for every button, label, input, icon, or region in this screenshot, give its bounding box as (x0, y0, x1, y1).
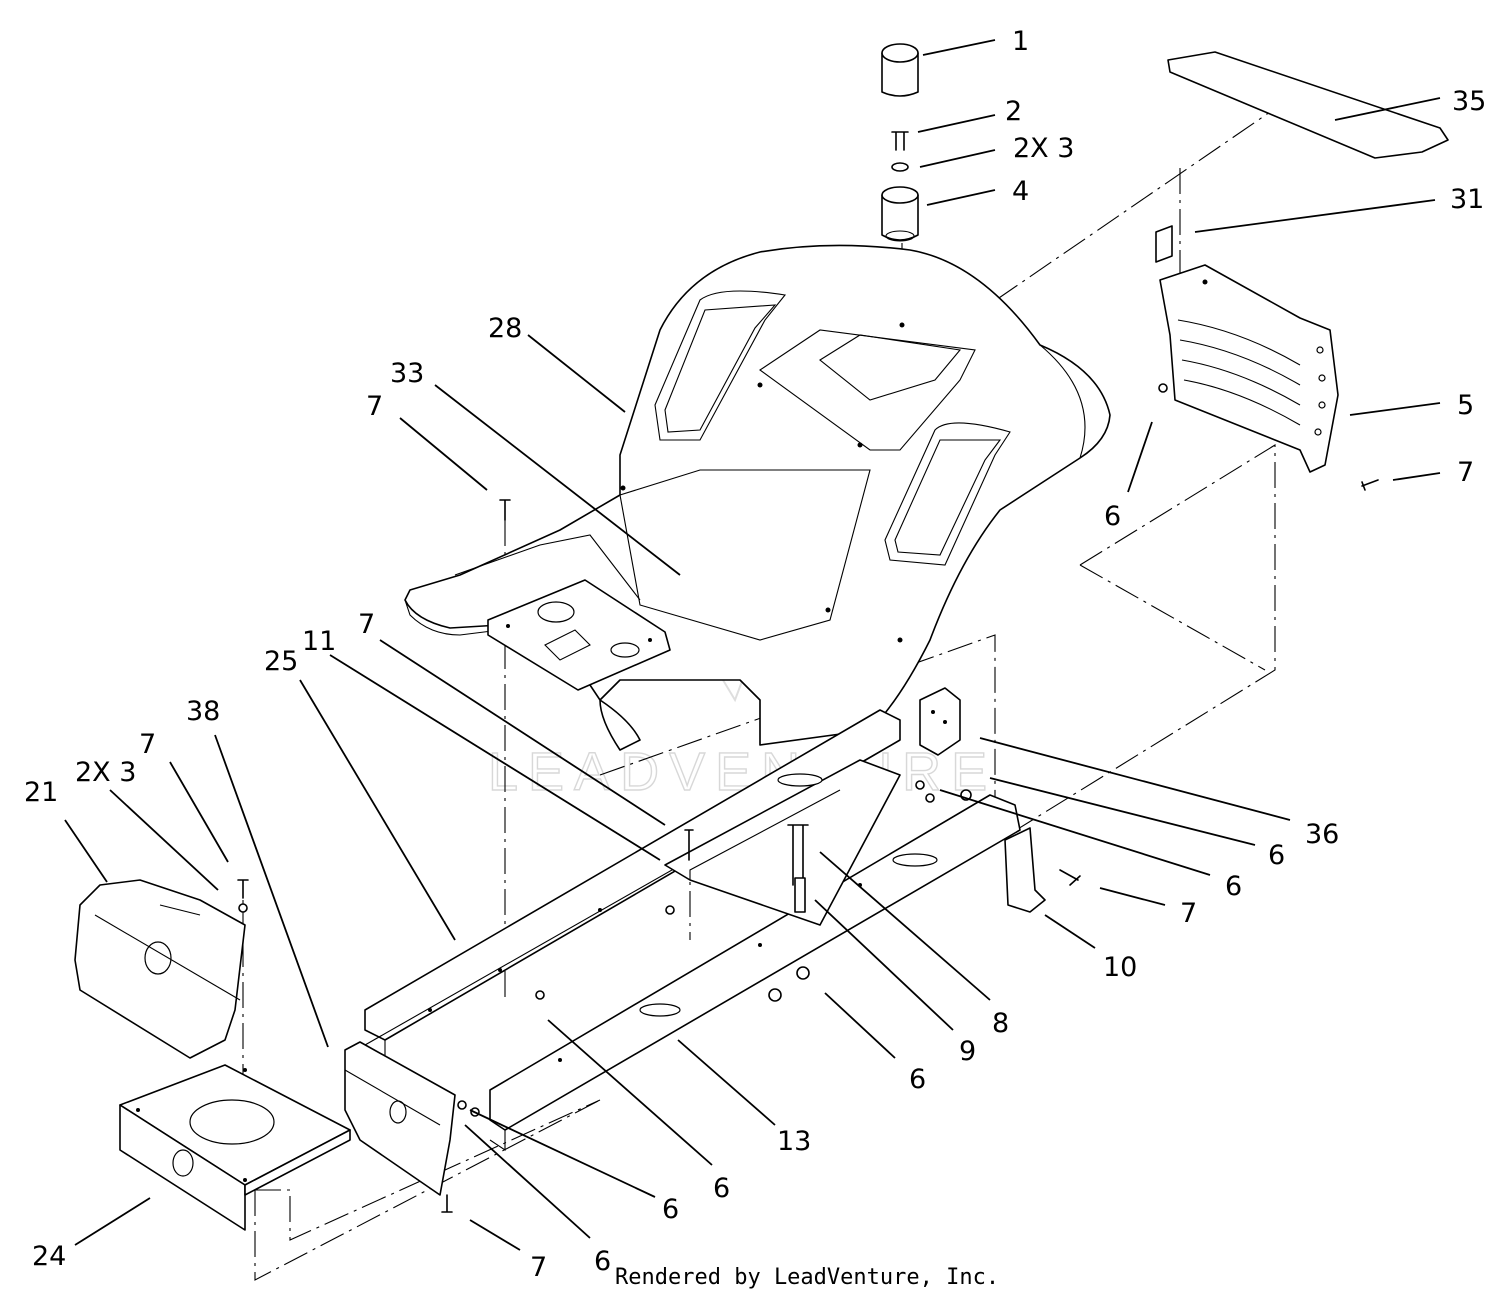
nut-6-grille (1158, 383, 1168, 393)
callout-10: 10 (1103, 952, 1137, 983)
part-24-mount-plate (119, 1064, 351, 1231)
callout-31: 31 (1450, 184, 1484, 215)
callout-6: 6 (1104, 501, 1121, 532)
callout-5: 5 (1457, 390, 1474, 421)
part-35-decal (1167, 51, 1449, 159)
callout-38: 38 (186, 696, 220, 727)
nut-6-d (665, 905, 675, 915)
part-13-frame-rail (489, 794, 1021, 1152)
bolt-7-center (684, 829, 694, 861)
callout-6: 6 (909, 1064, 926, 1095)
callout-6: 6 (713, 1173, 730, 1204)
part-8-bolt (787, 824, 809, 886)
callout-6: 6 (1225, 871, 1242, 902)
part-3-washer (891, 162, 909, 172)
part-1-cap (881, 43, 919, 97)
nut-6-c (535, 990, 545, 1000)
callout-25: 25 (264, 646, 298, 677)
leader-lines (64, 39, 1441, 1251)
callout-7: 7 (358, 609, 375, 640)
bolt-7-upper (499, 499, 511, 521)
callout-3: 2X 3 (75, 757, 136, 788)
callout-7: 7 (1457, 457, 1474, 488)
callouts: 1 2 2X 3 4 35 31 28 33 7 5 7 6 7 25 11 3… (24, 26, 1486, 1283)
callout-4: 4 (1012, 176, 1029, 207)
nut-6-g (925, 793, 935, 803)
part-5-grille (1159, 264, 1339, 473)
nut-6-b (796, 966, 810, 980)
callout-33: 33 (390, 358, 424, 389)
callout-21: 21 (24, 777, 58, 808)
callout-1: 1 (1012, 26, 1029, 57)
part-11-crossmember (664, 759, 901, 926)
credit-text: Rendered by LeadVenture, Inc. (615, 1265, 999, 1290)
callout-28: 28 (488, 313, 522, 344)
callout-6: 6 (662, 1194, 679, 1225)
callout-35: 35 (1452, 86, 1486, 117)
part-21-heat-shield (74, 879, 246, 1059)
nut-6-f (915, 780, 925, 790)
callout-13: 13 (777, 1126, 811, 1157)
part-33-plate (487, 579, 671, 691)
washer-3-left (238, 903, 248, 913)
part-2-screw (891, 131, 909, 151)
callout-3: 2X 3 (1013, 133, 1074, 164)
callout-8: 8 (992, 1008, 1009, 1039)
part-10-bracket (1004, 827, 1081, 913)
nut-6-h (457, 1100, 467, 1110)
screw-7-grille (1361, 479, 1379, 491)
part-4-spacer (881, 186, 919, 242)
callout-6: 6 (1268, 840, 1285, 871)
callout-36: 36 (1305, 819, 1339, 850)
nut-6-a (768, 988, 782, 1002)
part-9-spacer (794, 877, 806, 913)
callout-7: 7 (366, 391, 383, 422)
callout-2: 2 (1005, 96, 1022, 127)
callout-24: 24 (32, 1241, 66, 1272)
part-31-plate (1155, 225, 1173, 263)
bolt-7-lower (441, 1194, 453, 1213)
callout-6: 6 (594, 1246, 611, 1277)
part-38-bracket (344, 1041, 456, 1196)
part-36-bracket (919, 687, 961, 756)
callout-7: 7 (139, 729, 156, 760)
callout-9: 9 (959, 1036, 976, 1067)
callout-7: 7 (1180, 898, 1197, 929)
bolt-7-left (237, 879, 249, 899)
callout-7: 7 (530, 1252, 547, 1283)
callout-11: 11 (302, 626, 336, 657)
